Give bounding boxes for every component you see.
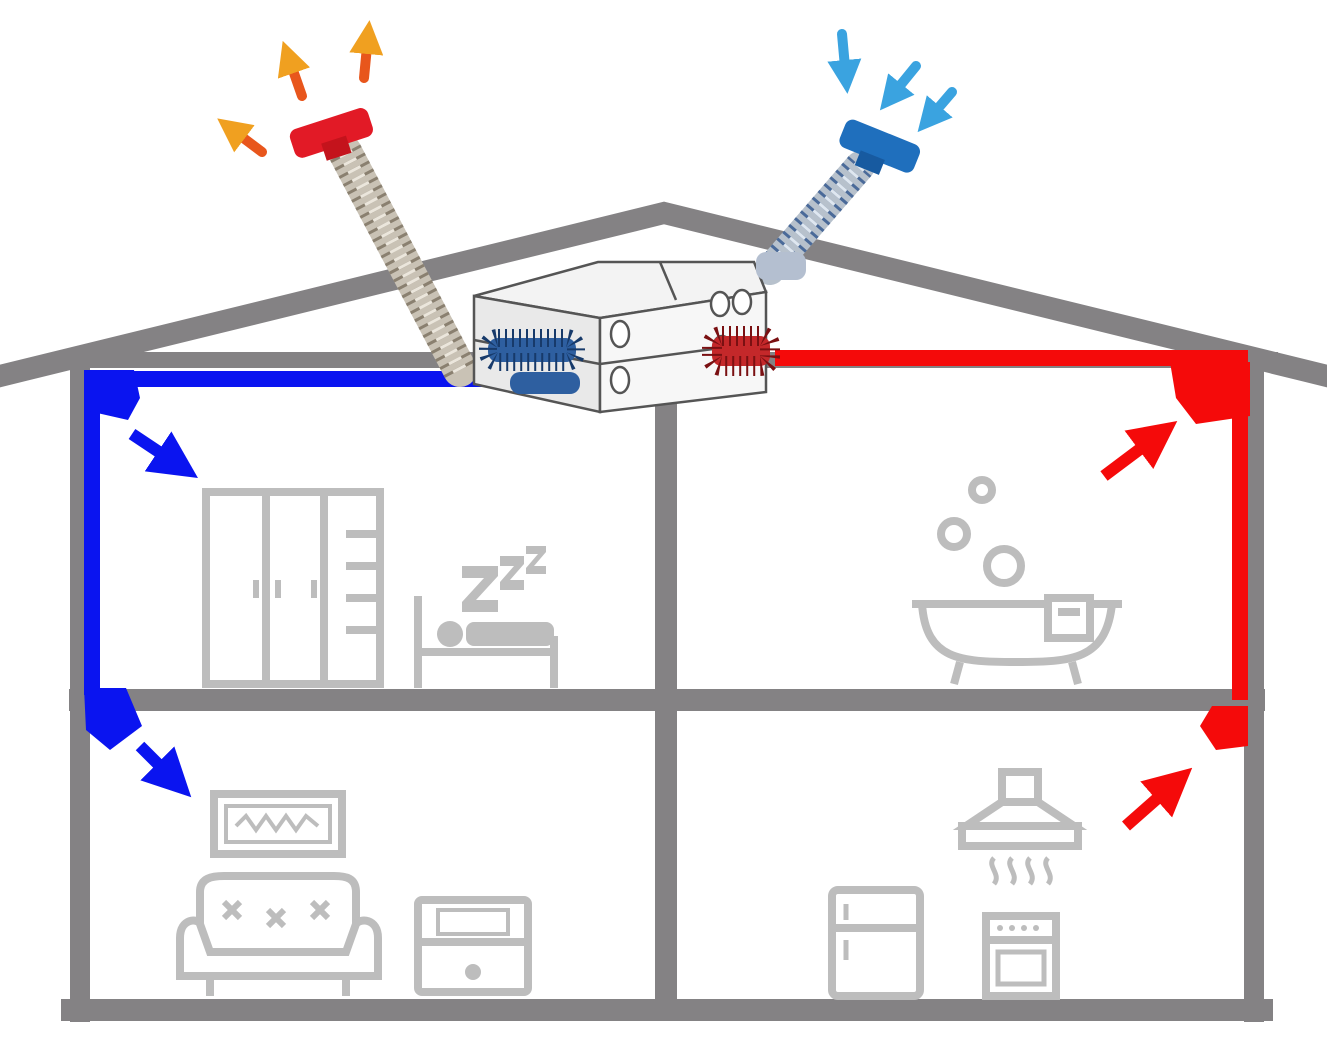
tv-icon <box>210 790 346 858</box>
extract-duct-line <box>775 350 1248 700</box>
roof <box>0 201 1327 388</box>
cold-arrow-1 <box>827 29 862 94</box>
bathtub-icon <box>912 594 1122 686</box>
cold-intake-arrows <box>827 29 957 133</box>
house-structure <box>0 201 1327 1022</box>
zzz-icon <box>462 546 546 612</box>
supply-arrow-living-room <box>135 741 192 798</box>
sofa-icon <box>176 872 382 996</box>
extract-arrow-kitchen <box>1122 767 1193 831</box>
kitchen <box>828 768 1088 1000</box>
refrigerator-icon <box>828 886 924 1000</box>
supply-vent-upper <box>84 370 140 420</box>
stove-icon <box>982 912 1060 1000</box>
intake-cap <box>839 119 921 175</box>
hot-exhaust-arrows <box>217 20 384 157</box>
extract-vent-upper <box>1170 362 1250 424</box>
hot-arrow-2 <box>277 40 310 101</box>
exhaust-duct <box>289 108 477 387</box>
bedroom <box>202 488 558 688</box>
bubbles-icon <box>937 476 1025 587</box>
bathroom <box>912 476 1122 686</box>
steam-icon <box>989 856 1053 886</box>
supply-arrow-bedroom <box>128 429 198 478</box>
hot-arrow-3 <box>349 20 384 83</box>
sleeping-bed-icon <box>414 596 558 688</box>
exhaust-cap <box>289 108 373 161</box>
range-hood-icon <box>952 768 1088 850</box>
cold-arrow-3 <box>917 87 957 133</box>
recuperator-icon <box>472 252 806 414</box>
living-room <box>176 790 532 996</box>
extract-vent-lower <box>1200 706 1248 750</box>
hot-arrow-1 <box>217 118 267 157</box>
nightstand-icon <box>414 896 532 996</box>
cold-arrow-2 <box>879 61 921 111</box>
supply-duct-line <box>84 371 490 695</box>
supply-duct <box>84 370 490 798</box>
extract-duct <box>775 350 1250 831</box>
wardrobe-icon <box>202 488 384 688</box>
extract-arrow-bathroom <box>1100 421 1178 481</box>
supply-vent-lower <box>84 688 142 750</box>
